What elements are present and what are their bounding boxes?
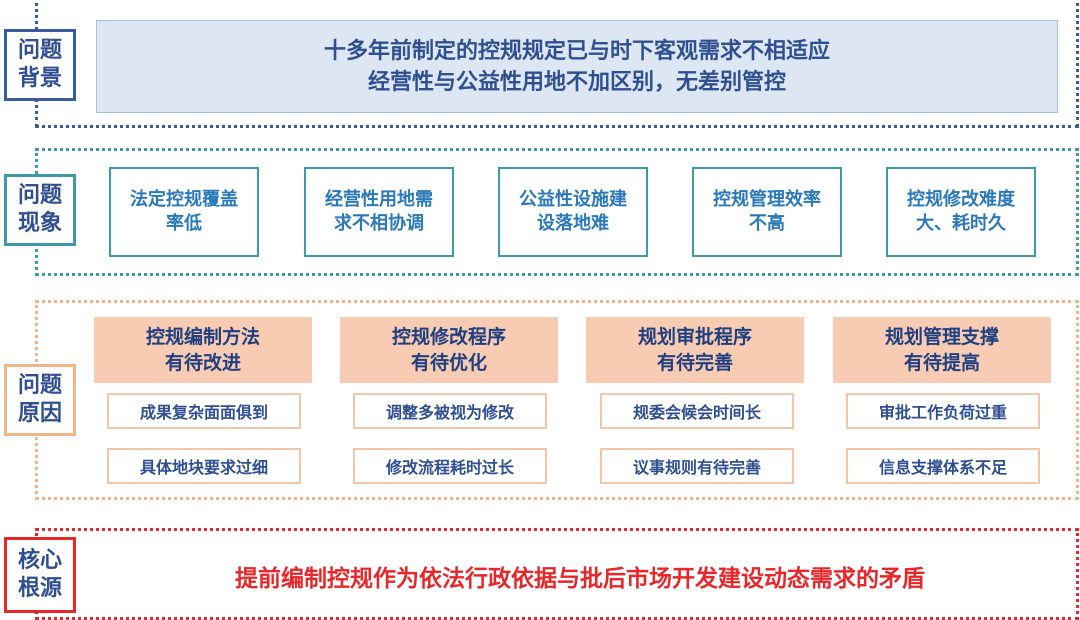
background-line-1: 十多年前制定的控规规定已与时下客观需求不相适应 — [323, 38, 830, 64]
cause-header-4-line-1: 规划管理支撑 — [884, 326, 999, 348]
cause-header-4: 规划管理支撑 有待提高 — [833, 317, 1051, 383]
core-statement: 提前编制控规作为依法行政依据与批后市场开发建设动态需求的矛盾 — [235, 566, 925, 592]
phenomenon-box-4: 控规管理效率 不高 — [692, 167, 842, 257]
phenomenon-box-4-line-2: 不高 — [749, 213, 785, 234]
phenomenon-tag: 问题 现象 — [4, 174, 76, 246]
phenomenon-box-1: 法定控规覆盖 率低 — [109, 167, 259, 257]
phenomenon-box-3-line-1: 公益性设施建 — [519, 189, 627, 210]
cause-header-1-line-1: 控规编制方法 — [145, 326, 260, 348]
phenomenon-box-5: 控规修改难度 大、耗时久 — [886, 167, 1036, 257]
cause-header-4-line-2: 有待提高 — [903, 352, 980, 374]
phenomenon-box-3-line-2: 设落地难 — [537, 213, 609, 234]
phenomenon-box-1-line-1: 法定控规覆盖 — [130, 189, 238, 210]
phenomenon-box-2-line-1: 经营性用地需 — [325, 189, 433, 210]
cause-item-2-1: 调整多被视为修改 — [353, 393, 547, 429]
cause-header-2-line-1: 控规修改程序 — [391, 326, 506, 348]
phenomenon-tag-line-2: 现象 — [17, 211, 62, 236]
cause-header-2-line-2: 有待优化 — [410, 352, 487, 374]
cause-header-1: 控规编制方法 有待改进 — [94, 317, 312, 383]
cause-item-3-2: 议事规则有待完善 — [600, 448, 794, 484]
cause-header-1-line-2: 有待改进 — [164, 352, 241, 374]
background-line-2: 经营性与公益性用地不加区别，无差别管控 — [367, 69, 786, 95]
cause-header-2: 控规修改程序 有待优化 — [340, 317, 558, 383]
cause-item-3-1: 规委会候会时间长 — [600, 393, 794, 429]
phenomenon-box-5-line-1: 控规修改难度 — [907, 189, 1015, 210]
cause-header-3-line-2: 有待完善 — [656, 352, 733, 374]
core-tag: 核心 根源 — [4, 537, 76, 613]
background-statement-box: 十多年前制定的控规规定已与时下客观需求不相适应 经营性与公益性用地不加区别，无差… — [96, 20, 1058, 113]
cause-header-3-line-1: 规划审批程序 — [637, 326, 752, 348]
cause-tag: 问题 原因 — [4, 364, 76, 436]
background-tag-line-2: 背景 — [17, 66, 62, 91]
cause-item-4-2: 信息支撑体系不足 — [846, 448, 1040, 484]
phenomenon-tag-line-1: 问题 — [17, 183, 62, 208]
cause-item-1-2: 具体地块要求过细 — [107, 448, 301, 484]
phenomenon-box-5-line-2: 大、耗时久 — [916, 213, 1006, 234]
core-tag-line-2: 根源 — [17, 576, 62, 601]
phenomenon-box-3: 公益性设施建 设落地难 — [498, 167, 648, 257]
background-tag-line-1: 问题 — [17, 38, 62, 63]
phenomenon-box-1-line-2: 率低 — [166, 213, 202, 234]
cause-item-2-2: 修改流程耗时过长 — [353, 448, 547, 484]
core-tag-line-1: 核心 — [17, 548, 62, 573]
cause-header-3: 规划审批程序 有待完善 — [586, 317, 804, 383]
cause-tag-line-1: 问题 — [17, 373, 62, 398]
phenomenon-box-2-line-2: 求不相协调 — [334, 213, 424, 234]
phenomenon-box-4-line-1: 控规管理效率 — [713, 189, 821, 210]
cause-item-4-1: 审批工作负荷过重 — [846, 393, 1040, 429]
phenomenon-box-2: 经营性用地需 求不相协调 — [304, 167, 454, 257]
cause-item-1-1: 成果复杂面面俱到 — [107, 393, 301, 429]
cause-tag-line-2: 原因 — [17, 401, 62, 426]
background-tag: 问题 背景 — [4, 29, 76, 101]
